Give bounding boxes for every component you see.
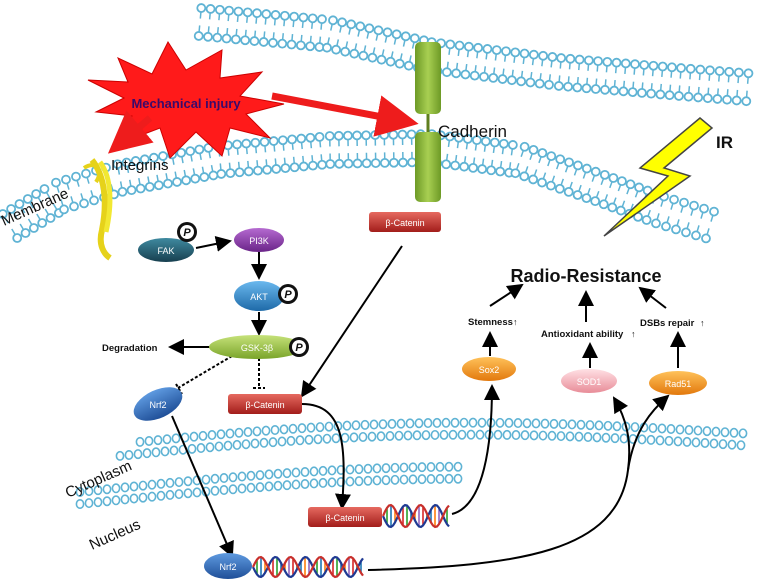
ir-label: IR [716, 133, 733, 152]
rad51-node: Rad51 [649, 371, 707, 395]
mechanical-injury-label: Mechanical injury [131, 96, 241, 111]
antioxidant-label: Antioxidant ability [541, 329, 624, 340]
nrf2-to-nucleus-arrow [171, 415, 234, 558]
degradation-label: Degradation [102, 343, 158, 354]
dsb-label: DSBs repair [640, 318, 695, 329]
beta-catenin-nuc-label: β-Catenin [325, 513, 364, 523]
radio-resistance-label: Radio-Resistance [510, 266, 661, 286]
beta-catenin-nucleus-node: β-Catenin [308, 507, 382, 527]
pi3k-node: PI3K [234, 228, 284, 252]
gsk-inhibits-nrf2 [175, 355, 233, 395]
nrf2-cyto-label: Nrf2 [149, 400, 166, 410]
injury-to-cadherin-arrow [271, 92, 419, 137]
nucleus-label: Nucleus [87, 516, 143, 554]
catenin-to-nucleus-arrow [301, 403, 351, 510]
integrins-label: Integrins [111, 157, 169, 174]
fak-phospho-badge: P [177, 222, 197, 242]
dna-helix-nrf2 [252, 555, 364, 579]
fak-label: FAK [157, 246, 174, 256]
sod1-label: SOD1 [577, 377, 602, 387]
akt-phospho-badge: P [278, 284, 298, 304]
beta-catenin-membrane-label: β-Catenin [385, 218, 424, 228]
integrin-protein [82, 158, 113, 261]
dna-to-sox2-arrow [451, 384, 500, 515]
stemness-label: Stemness [468, 317, 513, 328]
nrf2-nucleus-node: Nrf2 [204, 553, 252, 579]
injury-to-integrins-arrow [107, 110, 154, 154]
sox2-label: Sox2 [479, 365, 500, 375]
dsb-to-rr-arrow [638, 286, 667, 309]
sod1-node: SOD1 [561, 369, 617, 393]
dna-helix-catenin [381, 503, 450, 529]
gsk-inhibits-beta-catenin [253, 358, 265, 389]
gsk-phospho-badge: P [289, 337, 309, 357]
dsb-up-icon: ↑ [700, 318, 705, 328]
cadherin-label: Cadherin [438, 122, 507, 141]
upper-membrane [193, 3, 754, 107]
nrf2-dna-to-sod1-rad51-arrow [367, 396, 631, 571]
svg-text:P: P [284, 289, 292, 301]
rad51-label: Rad51 [665, 379, 692, 389]
gsk3b-label: GSK-3β [241, 343, 273, 353]
akt-node: AKT [234, 281, 284, 311]
beta-catenin-cyto-label: β-Catenin [245, 400, 284, 410]
ir-lightning-bolt-icon [603, 117, 714, 237]
svg-text:P: P [183, 227, 191, 239]
antioxidant-up-icon: ↑ [631, 329, 636, 339]
beta-catenin-cyto-node: β-Catenin [228, 394, 302, 414]
svg-text:P: P [295, 342, 303, 354]
fak-to-pi3k-arrow [195, 235, 232, 252]
sox2-node: Sox2 [462, 357, 516, 381]
pi3k-label: PI3K [249, 236, 269, 246]
nuclear-membrane [75, 417, 748, 509]
nrf2-cytoplasm-node: Nrf2 [133, 387, 183, 421]
fak-node: FAK [138, 238, 194, 262]
stemness-up-icon: ↑ [513, 317, 518, 327]
to-rad51-arrow [627, 394, 670, 471]
membrane-catenin-to-cyto-arrow [300, 245, 403, 398]
nrf2-nuc-label: Nrf2 [219, 562, 236, 572]
gsk3b-node: GSK-3β [209, 335, 305, 359]
akt-label: AKT [250, 292, 268, 302]
beta-catenin-membrane-node: β-Catenin [369, 212, 441, 232]
cadherin-protein [415, 42, 441, 202]
stemness-to-rr-arrow [489, 283, 524, 307]
